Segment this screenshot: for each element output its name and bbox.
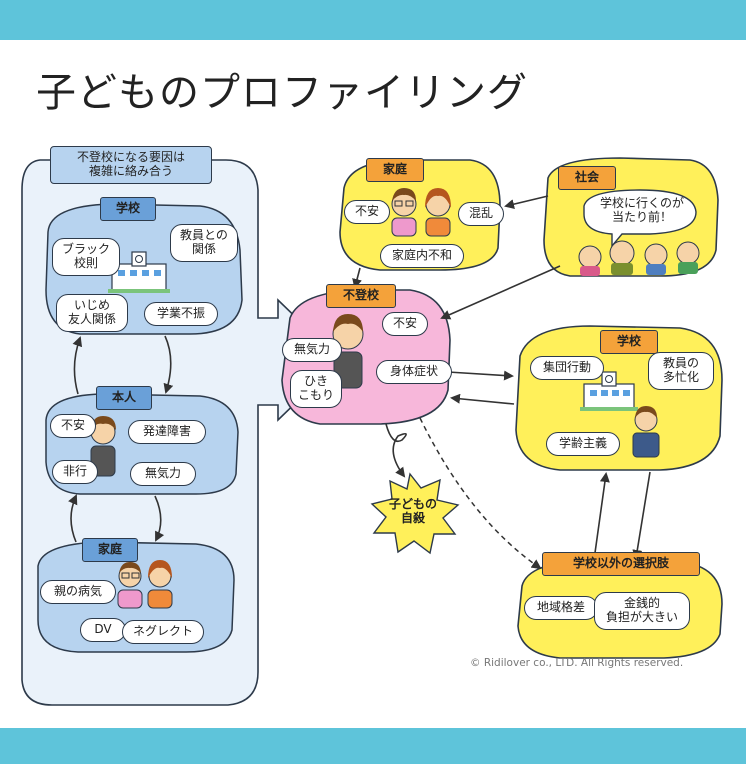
left-self-item-3: 無気力 (130, 462, 196, 486)
family-tag: 家庭 (366, 158, 424, 182)
arrow-futoko-to-suicide (385, 423, 407, 478)
arrow-society-to-family (504, 195, 549, 210)
left-school-item-3: 学業不振 (144, 302, 218, 326)
family-parents-icon (391, 188, 451, 237)
left-family-item-1: DV (80, 618, 126, 642)
futoko-item-2: 身体症状 (376, 360, 452, 384)
left-school-building-icon (108, 251, 170, 293)
arrow-self-to-school (72, 336, 83, 395)
arrow-family-to-self (68, 494, 78, 543)
society-tag: 社会 (558, 166, 616, 190)
family-item-1: 混乱 (458, 202, 504, 226)
arrow-school-to-futoko (450, 393, 515, 405)
top-band (0, 0, 746, 40)
left-self-item-1: 発達障害 (128, 420, 206, 444)
arrow-alternatives-to-school (593, 472, 610, 561)
family-item-2: 家庭内不和 (380, 244, 464, 268)
arrow-futoko-to-school (447, 370, 514, 381)
left-family-item-0: 親の病気 (40, 580, 116, 604)
alternatives-item-1: 金銭的 負担が大きい (594, 592, 690, 630)
society-crowd-icon (578, 240, 700, 276)
left-self-item-0: 不安 (50, 414, 96, 438)
left-school-item-0: ブラック 校則 (52, 238, 120, 276)
arrow-futoko-to-alternatives (419, 417, 542, 570)
left-self-tag: 本人 (96, 386, 152, 410)
left-parents-icon (117, 560, 173, 609)
left-school-tag: 学校 (100, 197, 156, 221)
family-item-0: 不安 (344, 200, 390, 224)
school-item-1: 教員の 多忙化 (648, 352, 714, 390)
left-child-person-icon (90, 416, 116, 477)
futoko-item-0: 不安 (382, 312, 428, 336)
suicide-label: 子どもの 自殺 (388, 497, 437, 525)
bottom-band (0, 728, 746, 764)
society-speech-bubble (583, 189, 697, 248)
arrow-school-to-self (163, 335, 174, 394)
alternatives-tag: 学校以外の選択肢 (542, 552, 700, 576)
left-family-tag: 家庭 (82, 538, 138, 562)
society-speech-text: 学校に行くのが 当たり前！ (599, 196, 684, 224)
copyright-notice: © Ridilover co., LTD. All Rights reserve… (470, 657, 684, 669)
left-school-item-1: 教員との 関係 (170, 224, 238, 262)
left-school-item-2: いじめ 友人関係 (56, 294, 128, 332)
arrow-family-to-futoko (352, 267, 362, 289)
right-school-building-icon (580, 371, 638, 411)
arrow-society-to-futoko (440, 265, 561, 320)
arrow-school-to-alternatives (632, 471, 651, 560)
page-title: 子どものプロファイリング (36, 70, 528, 116)
school-tag: 学校 (600, 330, 658, 354)
left-heading: 不登校になる要因は 複雑に絡み合う (50, 146, 212, 184)
futoko-tag: 不登校 (326, 284, 396, 308)
futoko-item-1: 無気力 (282, 338, 342, 362)
left-self-item-2: 非行 (52, 460, 98, 484)
futoko-item-3: ひき こもり (290, 370, 342, 408)
teacher-person-icon (632, 406, 660, 458)
school-item-0: 集団行動 (530, 356, 604, 380)
arrow-self-to-family (154, 495, 165, 542)
school-item-2: 学齢主義 (546, 432, 620, 456)
left-family-item-2: ネグレクト (122, 620, 204, 644)
suicide-starburst (370, 472, 460, 555)
alternatives-item-0: 地域格差 (524, 596, 598, 620)
